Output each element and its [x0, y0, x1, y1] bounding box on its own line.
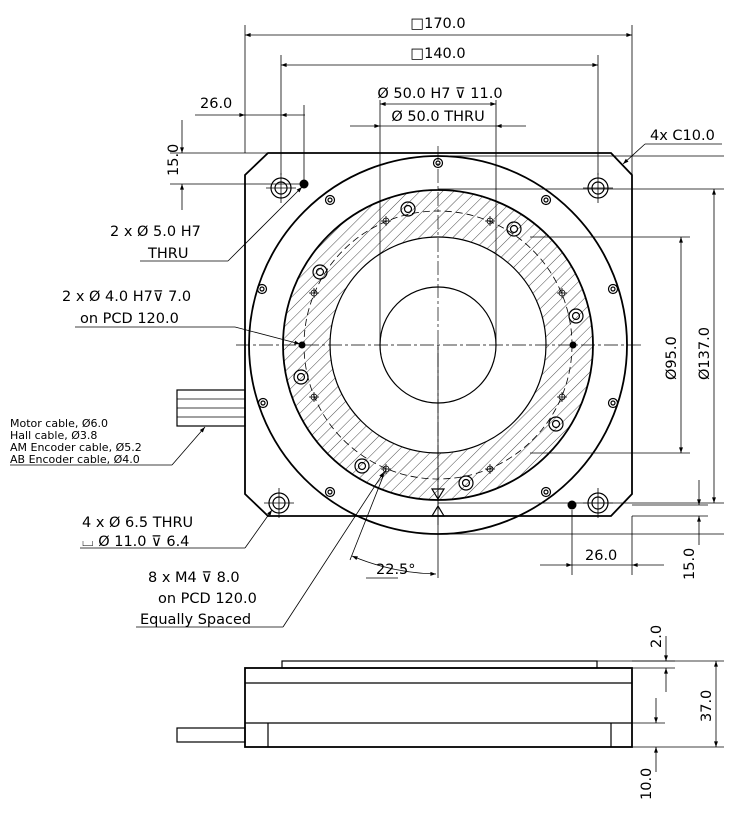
label-angle: 22.5° [376, 562, 416, 578]
side-view [176, 660, 633, 748]
label-2: 2.0 [649, 625, 665, 648]
ring-bolt-holes [293, 201, 584, 491]
dimension-labels: □170.0 □140.0 Ø 50.0 H7 ⊽ 11.0 Ø 50.0 TH… [62, 16, 715, 800]
outer-ring-bolt-holes [256, 157, 619, 498]
label-pin5-line1: 2 x Ø 5.0 H7 [110, 224, 201, 240]
label-chamfer: 4x C10.0 [650, 128, 715, 144]
label-tap-line1: 8 x M4 ⊽ 8.0 [148, 570, 240, 586]
label-pin4-line1: 2 x Ø 4.0 H7⊽ 7.0 [62, 289, 191, 305]
label-15-bottom: 15.0 [682, 548, 698, 580]
label-15-top: 15.0 [166, 144, 182, 176]
cable-labels: Motor cable, Ø6.0 Hall cable, Ø3.8 AM En… [10, 417, 142, 466]
label-bore-h7: Ø 50.0 H7 ⊽ 11.0 [377, 86, 502, 102]
dimension-lines [10, 25, 724, 628]
label-tap-line2: on PCD 120.0 [158, 591, 257, 607]
label-26-bottom: 26.0 [585, 548, 617, 564]
corner-holes [264, 173, 613, 518]
label-pin4-line2: on PCD 120.0 [80, 311, 179, 327]
label-mount-line1: 4 x Ø 6.5 THRU [82, 515, 193, 531]
label-square-170: □170.0 [410, 16, 465, 32]
label-bore-thru: Ø 50.0 THRU [391, 109, 484, 125]
label-motor-cable: Motor cable, Ø6.0 [10, 417, 108, 430]
label-mount-line2: ⌴ Ø 11.0 ⊽ 6.4 [82, 534, 189, 550]
label-square-140: □140.0 [410, 46, 465, 62]
label-dia95: Ø95.0 [664, 336, 680, 380]
plate-outline [244, 152, 633, 517]
label-dia137: Ø137.0 [697, 327, 713, 380]
label-ab-encoder-cable: AB Encoder cable, Ø4.0 [10, 453, 140, 466]
hatched-ring [283, 190, 593, 500]
label-am-encoder-cable: AM Encoder cable, Ø5.2 [10, 441, 142, 454]
label-26-top: 26.0 [200, 96, 232, 112]
label-hall-cable: Hall cable, Ø3.8 [10, 429, 97, 442]
top-view [176, 146, 644, 535]
side-dimension-lines [597, 636, 724, 772]
cable-exit [176, 389, 246, 427]
label-tap-line3: Equally Spaced [140, 612, 251, 628]
label-37: 37.0 [699, 690, 715, 722]
label-pin5-line2: THRU [147, 246, 188, 262]
label-10: 10.0 [639, 768, 655, 800]
